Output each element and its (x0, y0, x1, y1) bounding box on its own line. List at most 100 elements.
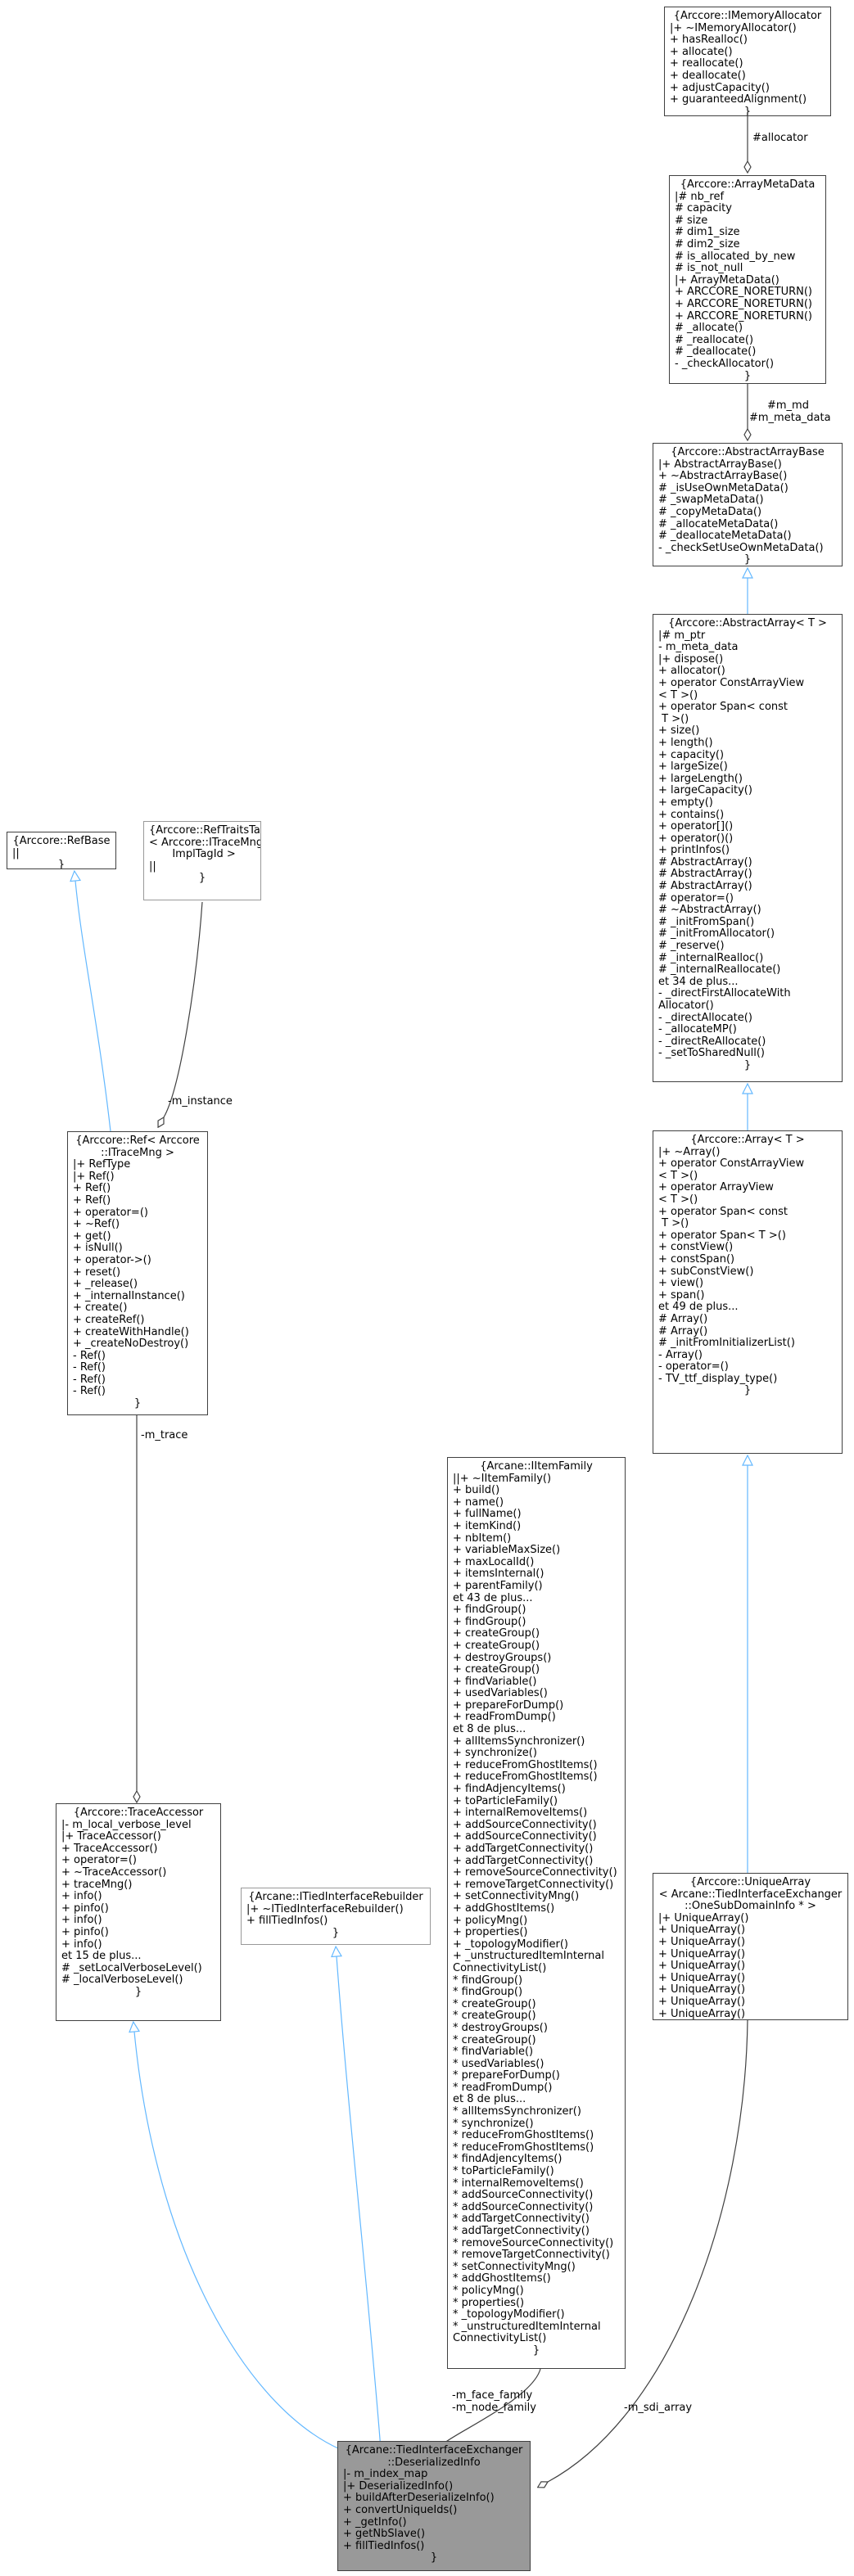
class-imemoryallocator[interactable]: {Arccore::IMemoryAllocator|+ ~IMemoryAll… (664, 7, 831, 116)
class-member: + operator Span< const (658, 1205, 788, 1218)
class-member: - _directAllocate() (658, 1011, 752, 1024)
class-member: |+ TraceAccessor() (61, 1830, 161, 1843)
class-member: # _swapMetaData() (658, 494, 764, 507)
class-member: + deallocate() (670, 69, 746, 82)
class-member: - _checkSetUseOwnMetaData() (658, 541, 824, 554)
class-title-line: {Arccore::TraceAccessor (73, 1807, 204, 1819)
class-member: + _internalInstance() (73, 1289, 185, 1302)
class-closing-brace: } (198, 872, 206, 885)
class-member: T >() (658, 712, 689, 725)
edge-label-m-node-family: -m_node_family (452, 2402, 536, 2414)
class-member: + reduceFromGhostItems() (453, 1771, 598, 1784)
class-member: # _reserve() (658, 940, 725, 953)
class-member: + ARCCORE_NORETURN() (675, 309, 812, 323)
class-refbase[interactable]: {Arccore::RefBase||} (7, 832, 116, 869)
class-member: + constView() (658, 1241, 734, 1254)
class-closing-brace: } (134, 1985, 142, 1998)
class-closing-brace: } (743, 105, 752, 116)
class-member: + removeTargetConnectivity() (453, 1878, 614, 1891)
class-member: + readFromDump() (453, 1711, 556, 1724)
class-ref-itracemng[interactable]: {Arccore::Ref< Arccore::ITraceMng >|+ Re… (67, 1131, 208, 1415)
class-member: # AbstractArray() (658, 868, 752, 881)
class-abstractarraybase[interactable]: {Arccore::AbstractArrayBase|+ AbstractAr… (653, 443, 843, 566)
class-closing-brace: } (743, 369, 752, 382)
class-member: + fillTiedInfos() (343, 2539, 425, 2552)
class-title-line: {Arccore::ArrayMetaData (680, 178, 816, 191)
class-member: # AbstractArray() (658, 855, 752, 868)
class-member: + prepareForDump() (453, 1699, 564, 1712)
class-member: * addTargetConnectivity() (453, 2225, 590, 2237)
class-member: + operator=() (61, 1854, 137, 1867)
class-member: + createGroup() (453, 1627, 540, 1640)
edge-label-m-face-family: -m_face_family (452, 2389, 533, 2402)
class-uniquearray[interactable]: {Arccore::UniqueArray< Arcane::TiedInter… (653, 1873, 848, 2020)
edge-ref-instance (164, 901, 203, 1117)
class-title-line: < Arcane::TiedInterfaceExchanger (658, 1888, 843, 1901)
class-member: # Array() (658, 1312, 708, 1325)
class-itiedinterfacerebuilder[interactable]: {Arcane::ITiedInterfaceRebuilder|+ ~ITie… (241, 1888, 431, 1945)
class-member: et 43 de plus... (453, 1591, 533, 1604)
class-title-line: {Arccore::UniqueArray (689, 1876, 811, 1888)
class-member: * reduceFromGhostItems() (453, 2129, 594, 2142)
class-member: + policyMng() (453, 1914, 528, 1927)
class-member: * addGhostItems() (453, 2272, 551, 2285)
class-member: + capacity() (658, 748, 725, 761)
class-member: - Ref() (73, 1349, 106, 1362)
class-member: # _reallocate() (675, 333, 754, 346)
class-member: + ARCCORE_NORETURN() (675, 297, 812, 310)
class-title-line: < Arccore::ITraceMng, (149, 836, 261, 849)
class-member: # _allocate() (675, 322, 743, 335)
class-member: |+ RefType (73, 1158, 131, 1171)
class-member: # operator=() (658, 891, 734, 905)
class-member: + addSourceConnectivity() (453, 1830, 597, 1843)
class-member: * allItemsSynchronizer() (453, 2105, 581, 2118)
class-member: * createGroup() (453, 2033, 536, 2046)
class-member: |+ ArrayMetaData() (675, 273, 779, 286)
class-title-line: {Arcane::ITiedInterfaceRebuilder (248, 1891, 423, 1903)
class-member: + info() (61, 1938, 102, 1951)
class-iitemfamily[interactable]: {Arcane::IItemFamily||+ ~IItemFamily()+ … (447, 1457, 626, 2369)
class-member: * createGroup() (453, 1997, 536, 2010)
class-title-line: {Arccore::AbstractArray< T > (668, 617, 827, 629)
class-array[interactable]: {Arccore::Array< T >|+ ~Array()+ operato… (653, 1130, 843, 1454)
class-member: - _directFirstAllocateWith (658, 987, 791, 1000)
class-member: - Array() (658, 1348, 703, 1361)
class-arraymetadata[interactable]: {Arccore::ArrayMetaData|# nb_ref# capaci… (669, 175, 826, 384)
class-member: + addTargetConnectivity() (453, 1854, 594, 1867)
class-member: + get() (73, 1229, 111, 1243)
edge-deserialized-sdi-array (548, 2019, 748, 2482)
class-deserializedinfo[interactable]: {Arcane::TiedInterfaceExchanger::Deseria… (337, 2441, 531, 2571)
class-closing-brace: } (332, 1926, 340, 1939)
class-member: - _setToSharedNull() (658, 1047, 765, 1060)
class-abstractarray[interactable]: {Arccore::AbstractArray< T >|# m_ptr- m_… (653, 614, 843, 1082)
class-member: + printInfos() (658, 844, 730, 857)
class-member: + UniqueArray() (658, 1995, 746, 2008)
class-member: + adjustCapacity() (670, 81, 770, 94)
class-member: + addSourceConnectivity() (453, 1818, 597, 1831)
class-title-line: {Arccore::Ref< Arccore (75, 1135, 200, 1147)
class-member: * findAdjencyItems() (453, 2153, 563, 2166)
class-member: + UniqueArray() (658, 1971, 746, 1984)
class-member: + largeCapacity() (658, 784, 752, 797)
class-member: + allItemsSynchronizer() (453, 1735, 585, 1748)
class-member: + UniqueArray() (658, 1947, 746, 1960)
class-reftraitstagid[interactable]: {Arccore::RefTraitsTagId< Arccore::ITrac… (143, 821, 261, 900)
class-member: + build() (453, 1484, 500, 1497)
class-member: + length() (658, 736, 713, 749)
class-member: + contains() (658, 808, 725, 821)
class-member: + _unstructuredItemInternal (453, 1950, 604, 1963)
class-closing-brace: } (743, 1058, 752, 1071)
class-member: + synchronize() (453, 1747, 537, 1760)
class-traceaccessor[interactable]: {Arccore::TraceAccessor|- m_local_verbos… (56, 1803, 221, 2021)
class-member: ||+ ~IItemFamily() (453, 1472, 552, 1485)
class-member: + getNbSlave() (343, 2528, 426, 2541)
class-member: - Ref() (73, 1361, 106, 1374)
class-member: + largeSize() (658, 760, 728, 774)
class-member: * findGroup() (453, 1974, 523, 1987)
class-member: et 8 de plus... (453, 1723, 526, 1736)
class-member: + removeSourceConnectivity() (453, 1866, 617, 1879)
class-title-line: {Arccore::RefTraitsTagId (149, 824, 260, 837)
class-member: |+ ~ITiedInterfaceRebuilder() (246, 1902, 404, 1915)
class-member: ConnectivityList() (453, 1961, 547, 1974)
class-member: # is_allocated_by_new (675, 250, 796, 263)
